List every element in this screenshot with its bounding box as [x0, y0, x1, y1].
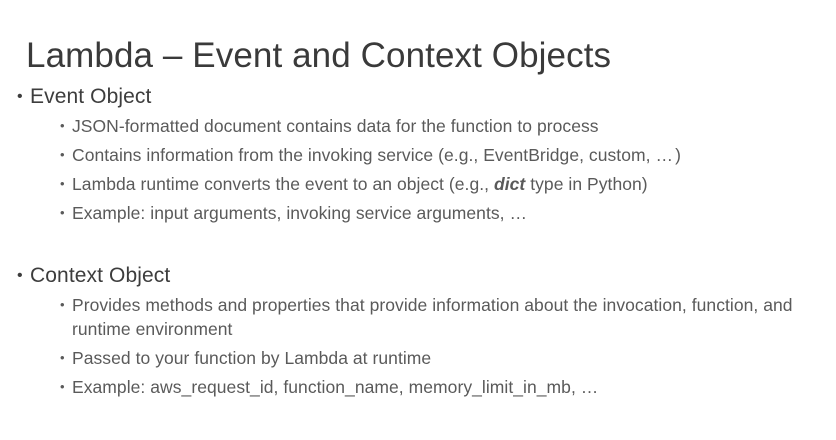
text-run: Passed to your function by Lambda at run…: [72, 348, 432, 368]
bullet-dot-icon: •: [60, 176, 65, 191]
bullet-level2-label: JSON-formatted document contains data fo…: [72, 114, 822, 138]
bullet-level2: • JSON-formatted document contains data f…: [0, 114, 836, 138]
text-run: Provides methods and properties that pro…: [72, 295, 793, 339]
bullet-level2: • Lambda runtime converts the event to an…: [0, 172, 836, 196]
emphasis-term: dict: [493, 174, 526, 194]
text-run: Lambda runtime converts the event to an …: [72, 174, 494, 194]
slide-body: • Event Object • JSON-formatted document co…: [0, 84, 836, 399]
bullet-level2-label: Passed to your function by Lambda at run…: [72, 346, 822, 370]
ellipsis: …: [655, 145, 676, 165]
bullet-level1: • Context Object: [0, 263, 836, 289]
page-title: Lambda – Event and Context Objects: [26, 36, 612, 76]
bullet-level1-label: Context Object: [30, 264, 171, 287]
ellipsis: …: [580, 377, 601, 397]
bullet-level2-list: • JSON-formatted document contains data f…: [0, 114, 836, 225]
text-run: Example: aws_request_id, function_name, …: [72, 377, 581, 397]
text-run: Example: input arguments, invoking servi…: [72, 203, 510, 223]
bullet-level2-label: Example: aws_request_id, function_name, …: [72, 375, 822, 399]
outline-section: • Event Object • JSON-formatted document co…: [0, 84, 836, 225]
bullet-dot-icon: •: [60, 205, 65, 220]
bullet-level2: • Passed to your function by Lambda at ru…: [0, 346, 836, 370]
bullet-level2-label: Example: input arguments, invoking servi…: [72, 201, 822, 225]
bullet-level1-label: Event Object: [30, 85, 152, 108]
bullet-level2: • Provides methods and properties that pr…: [0, 293, 836, 341]
outline-section: • Context Object • Provides methods and pro…: [0, 263, 836, 399]
ellipsis: …: [509, 203, 530, 223]
bullet-dot-icon: •: [60, 147, 65, 162]
bullet-dot-icon: •: [17, 267, 23, 284]
bullet-dot-icon: •: [60, 379, 65, 394]
bullet-dot-icon: •: [60, 350, 65, 365]
bullet-dot-icon: •: [60, 297, 65, 312]
bullet-level1: • Event Object: [0, 84, 836, 110]
bullet-level2-label: Contains information from the invoking s…: [72, 143, 822, 167]
bullet-dot-icon: •: [60, 118, 65, 133]
text-run: ): [675, 145, 682, 165]
bullet-level2: • Example: input arguments, invoking serv…: [0, 201, 836, 225]
bullet-dot-icon: •: [17, 88, 23, 105]
text-run: Contains information from the invoking s…: [72, 145, 656, 165]
bullet-level2-list: • Provides methods and properties that pr…: [0, 293, 836, 399]
bullet-level2-label: Provides methods and properties that pro…: [72, 293, 822, 341]
bullet-level2: • Example: aws_request_id, function_name,…: [0, 375, 836, 399]
bullet-level2-label: Lambda runtime converts the event to an …: [72, 172, 822, 196]
bullet-level2: • Contains information from the invoking …: [0, 143, 836, 167]
text-run: JSON-formatted document contains data fo…: [72, 116, 599, 136]
text-run: type in Python): [525, 174, 648, 194]
